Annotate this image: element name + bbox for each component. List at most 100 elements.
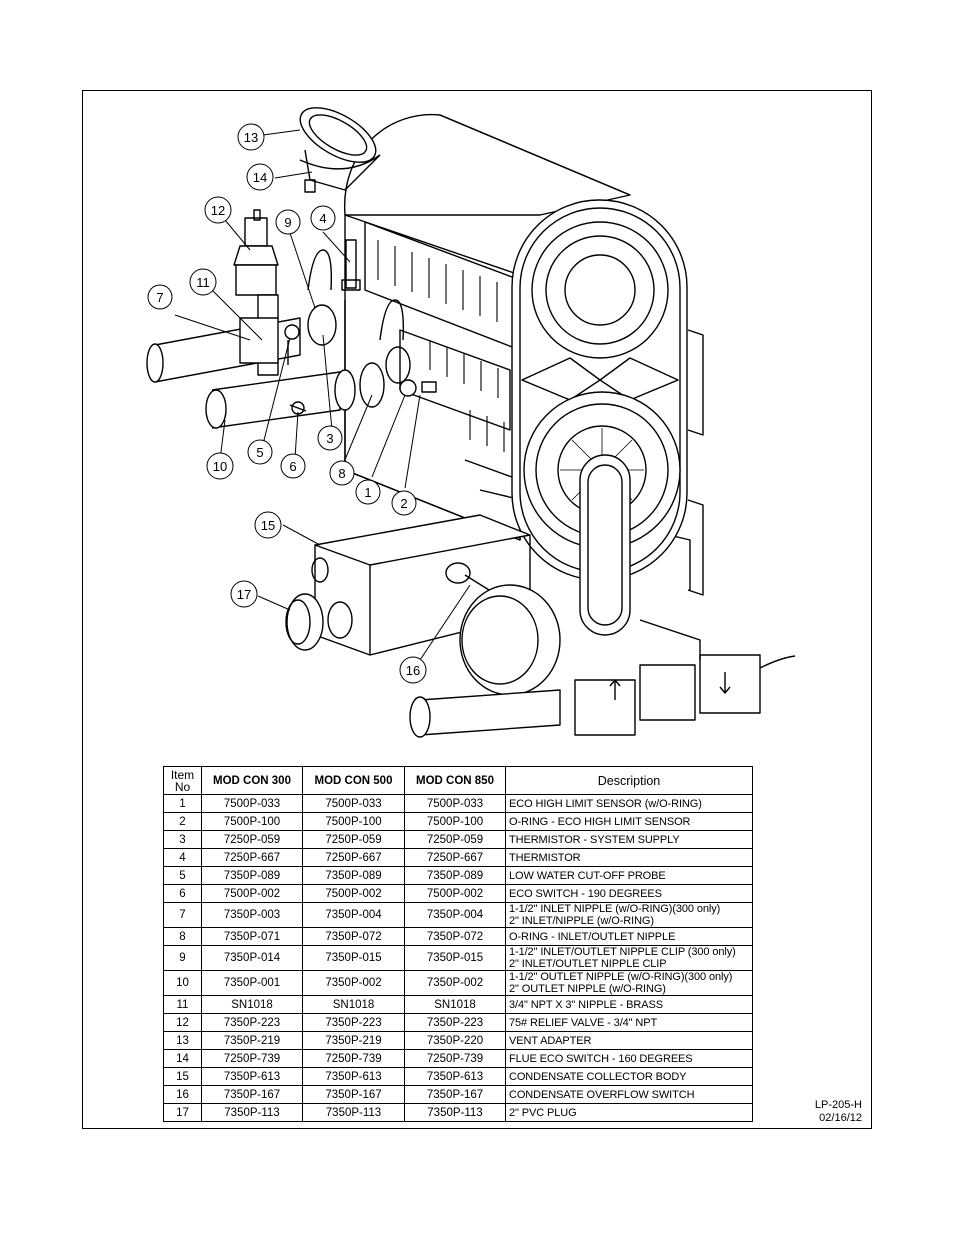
description-line: ECO HIGH LIMIT SENSOR (w/O-RING) <box>509 797 702 810</box>
mod-con-850-cell: 7500P-002 <box>404 884 506 903</box>
callouts: 1 2 3 4 5 6 7 8 9 10 11 12 13 14 15 16 1… <box>147 123 427 684</box>
description-line: VENT ADAPTER <box>509 1034 592 1047</box>
mod-con-300-cell: 7350P-113 <box>201 1103 303 1122</box>
mod-con-300-cell: 7350P-167 <box>201 1085 303 1104</box>
description-cell: O-RING - ECO HIGH LIMIT SENSOR <box>505 812 753 831</box>
description-cell: ECO HIGH LIMIT SENSOR (w/O-RING) <box>505 794 753 813</box>
mod-con-300-cell: 7250P-667 <box>201 848 303 867</box>
condensate-collector <box>311 514 531 656</box>
description-line: FLUE ECO SWITCH - 160 DEGREES <box>509 1052 693 1065</box>
svg-text:7: 7 <box>156 290 163 305</box>
svg-text:4: 4 <box>319 211 326 226</box>
svg-text:2: 2 <box>400 496 407 511</box>
description-line: O-RING - ECO HIGH LIMIT SENSOR <box>509 815 691 828</box>
description-cell: FLUE ECO SWITCH - 160 DEGREES <box>505 1049 753 1068</box>
mod-con-500-cell: 7350P-613 <box>302 1067 405 1086</box>
mod-con-500-cell: SN1018 <box>302 995 405 1014</box>
mod-con-500-cell: 7350P-072 <box>302 927 405 946</box>
description-cell: 75# RELIEF VALVE - 3/4" NPT <box>505 1013 753 1032</box>
mod-con-300-cell: 7350P-613 <box>201 1067 303 1086</box>
mod-con-850-cell: SN1018 <box>404 995 506 1014</box>
description-cell: THERMISTOR - SYSTEM SUPPLY <box>505 830 753 849</box>
mod-con-500-cell: 7350P-167 <box>302 1085 405 1104</box>
description-line: 1-1/2" INLET NIPPLE (w/O-RING)(300 only) <box>509 903 721 915</box>
description-cell: 2" PVC PLUG <box>505 1103 753 1122</box>
callout-4: 4 <box>310 205 336 231</box>
header-mod-con-850: MOD CON 850 <box>404 766 506 795</box>
item-no-cell: 1 <box>163 794 202 813</box>
inlet-nipple <box>146 317 301 383</box>
mod-con-500-cell: 7350P-223 <box>302 1013 405 1032</box>
description-cell: 3/4" NPT X 3" NIPPLE - BRASS <box>505 995 753 1014</box>
mod-con-850-cell: 7350P-220 <box>404 1031 506 1050</box>
mod-con-850-cell: 7350P-113 <box>404 1103 506 1122</box>
item-no-cell: 12 <box>163 1013 202 1032</box>
item-no-cell: 16 <box>163 1085 202 1104</box>
document-stamp: LP-205-H 02/16/12 <box>815 1099 862 1125</box>
exploded-parts-diagram: 1 2 3 4 5 6 7 8 9 10 11 12 13 14 15 16 1… <box>146 107 796 738</box>
mod-con-850-cell: 7350P-089 <box>404 866 506 885</box>
item-no-cell: 3 <box>163 830 202 849</box>
description-line: 2" INLET/NIPPLE (w/O-RING) <box>509 915 654 927</box>
item-no-cell: 14 <box>163 1049 202 1068</box>
callout-1: 1 <box>355 479 381 505</box>
mod-con-500-cell: 7500P-100 <box>302 812 405 831</box>
thermistor-part <box>341 239 361 291</box>
description-line: 2" PVC PLUG <box>509 1106 577 1119</box>
description-line: 2" OUTLET NIPPLE (w/O-RING) <box>509 983 666 995</box>
description-cell: 1-1/2" INLET NIPPLE (w/O-RING)(300 only)… <box>505 902 753 928</box>
mod-con-300-cell: 7500P-002 <box>201 884 303 903</box>
header-description: Description <box>505 766 753 795</box>
svg-text:1: 1 <box>364 485 371 500</box>
svg-text:14: 14 <box>253 170 267 185</box>
mod-con-300-cell: 7500P-033 <box>201 794 303 813</box>
mod-con-500-cell: 7350P-015 <box>302 945 405 971</box>
mod-con-850-cell: 7250P-739 <box>404 1049 506 1068</box>
mod-con-300-cell: 7350P-003 <box>201 902 303 928</box>
item-no-cell: 6 <box>163 884 202 903</box>
callout-16: 16 <box>399 656 427 684</box>
mod-con-500-cell: 7250P-059 <box>302 830 405 849</box>
description-cell: CONDENSATE OVERFLOW SWITCH <box>505 1085 753 1104</box>
parts-list-table: Item No MOD CON 300 MOD CON 500 MOD CON … <box>163 766 753 1122</box>
callout-10: 10 <box>206 452 234 480</box>
callout-13: 13 <box>237 123 265 151</box>
mod-con-300-cell: 7350P-014 <box>201 945 303 971</box>
item-no-cell: 15 <box>163 1067 202 1086</box>
leader-lines <box>174 129 471 661</box>
callout-15: 15 <box>254 511 282 539</box>
callout-14: 14 <box>246 163 274 191</box>
item-no-cell: 2 <box>163 812 202 831</box>
callout-17: 17 <box>230 580 258 608</box>
header-mod-con-500: MOD CON 500 <box>302 766 405 795</box>
description-cell: 1-1/2" OUTLET NIPPLE (w/O-RING)(300 only… <box>505 970 753 996</box>
description-line: 75# RELIEF VALVE - 3/4" NPT <box>509 1016 658 1029</box>
description-cell: O-RING - INLET/OUTLET NIPPLE <box>505 927 753 946</box>
item-no-cell: 11 <box>163 995 202 1014</box>
page-frame <box>82 90 872 1129</box>
document-date: 02/16/12 <box>819 1112 862 1124</box>
description-cell: 1-1/2" INLET/OUTLET NIPPLE CLIP (300 onl… <box>505 945 753 971</box>
mod-con-850-cell: 7350P-072 <box>404 927 506 946</box>
gas-valve-assembly <box>409 619 796 738</box>
svg-text:6: 6 <box>289 459 296 474</box>
description-line: O-RING - INLET/OUTLET NIPPLE <box>509 930 676 943</box>
callout-11: 11 <box>189 268 217 296</box>
mod-con-500-cell: 7350P-113 <box>302 1103 405 1122</box>
callout-7: 7 <box>147 284 173 310</box>
header-item-no: Item No <box>163 766 202 795</box>
mod-con-300-cell: 7350P-219 <box>201 1031 303 1050</box>
mod-con-300-cell: 7350P-001 <box>201 970 303 996</box>
overflow-switch <box>445 562 561 696</box>
table-header-row: Item No MOD CON 300 MOD CON 500 MOD CON … <box>163 766 753 795</box>
small-parts <box>284 249 437 415</box>
